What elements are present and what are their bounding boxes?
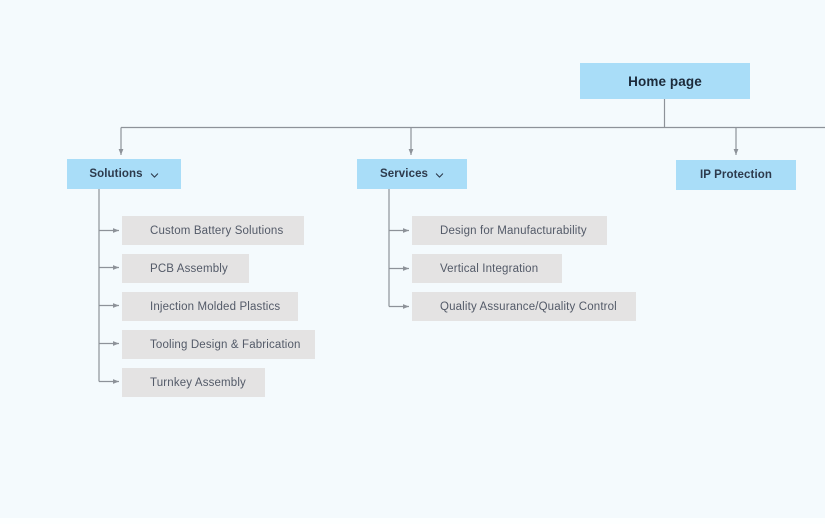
chevron-down-icon: [150, 171, 159, 180]
node-tooling-design-fabrication-label: Tooling Design & Fabrication: [150, 338, 301, 351]
node-vertical-integration[interactable]: Vertical Integration: [412, 254, 562, 283]
node-solutions-label: Solutions: [89, 168, 143, 180]
node-ip-protection[interactable]: IP Protection: [676, 160, 796, 190]
node-quality-assurance-quality-control[interactable]: Quality Assurance/Quality Control: [412, 292, 636, 321]
node-ip-protection-label: IP Protection: [699, 169, 773, 181]
node-solutions[interactable]: Solutions: [67, 159, 181, 189]
node-pcb-assembly-label: PCB Assembly: [150, 262, 228, 275]
node-custom-battery-solutions[interactable]: Custom Battery Solutions: [122, 216, 304, 245]
node-injection-molded-plastics-label: Injection Molded Plastics: [150, 300, 281, 313]
node-tooling-design-fabrication[interactable]: Tooling Design & Fabrication: [122, 330, 315, 359]
node-turnkey-assembly-label: Turnkey Assembly: [150, 376, 246, 389]
node-custom-battery-solutions-label: Custom Battery Solutions: [150, 224, 284, 237]
node-injection-molded-plastics[interactable]: Injection Molded Plastics: [122, 292, 298, 321]
node-pcb-assembly[interactable]: PCB Assembly: [122, 254, 249, 283]
bottom-edge-strip: [0, 518, 825, 524]
node-services[interactable]: Services: [357, 159, 467, 189]
chevron-down-icon: [435, 171, 444, 180]
node-turnkey-assembly[interactable]: Turnkey Assembly: [122, 368, 265, 397]
node-quality-assurance-quality-control-label: Quality Assurance/Quality Control: [440, 300, 617, 313]
node-design-for-manufacturability-label: Design for Manufacturability: [440, 224, 587, 237]
node-vertical-integration-label: Vertical Integration: [440, 262, 539, 275]
node-home-page-label: Home page: [628, 73, 702, 89]
node-home-page[interactable]: Home page: [580, 63, 750, 99]
node-design-for-manufacturability[interactable]: Design for Manufacturability: [412, 216, 607, 245]
node-services-label: Services: [379, 168, 429, 180]
